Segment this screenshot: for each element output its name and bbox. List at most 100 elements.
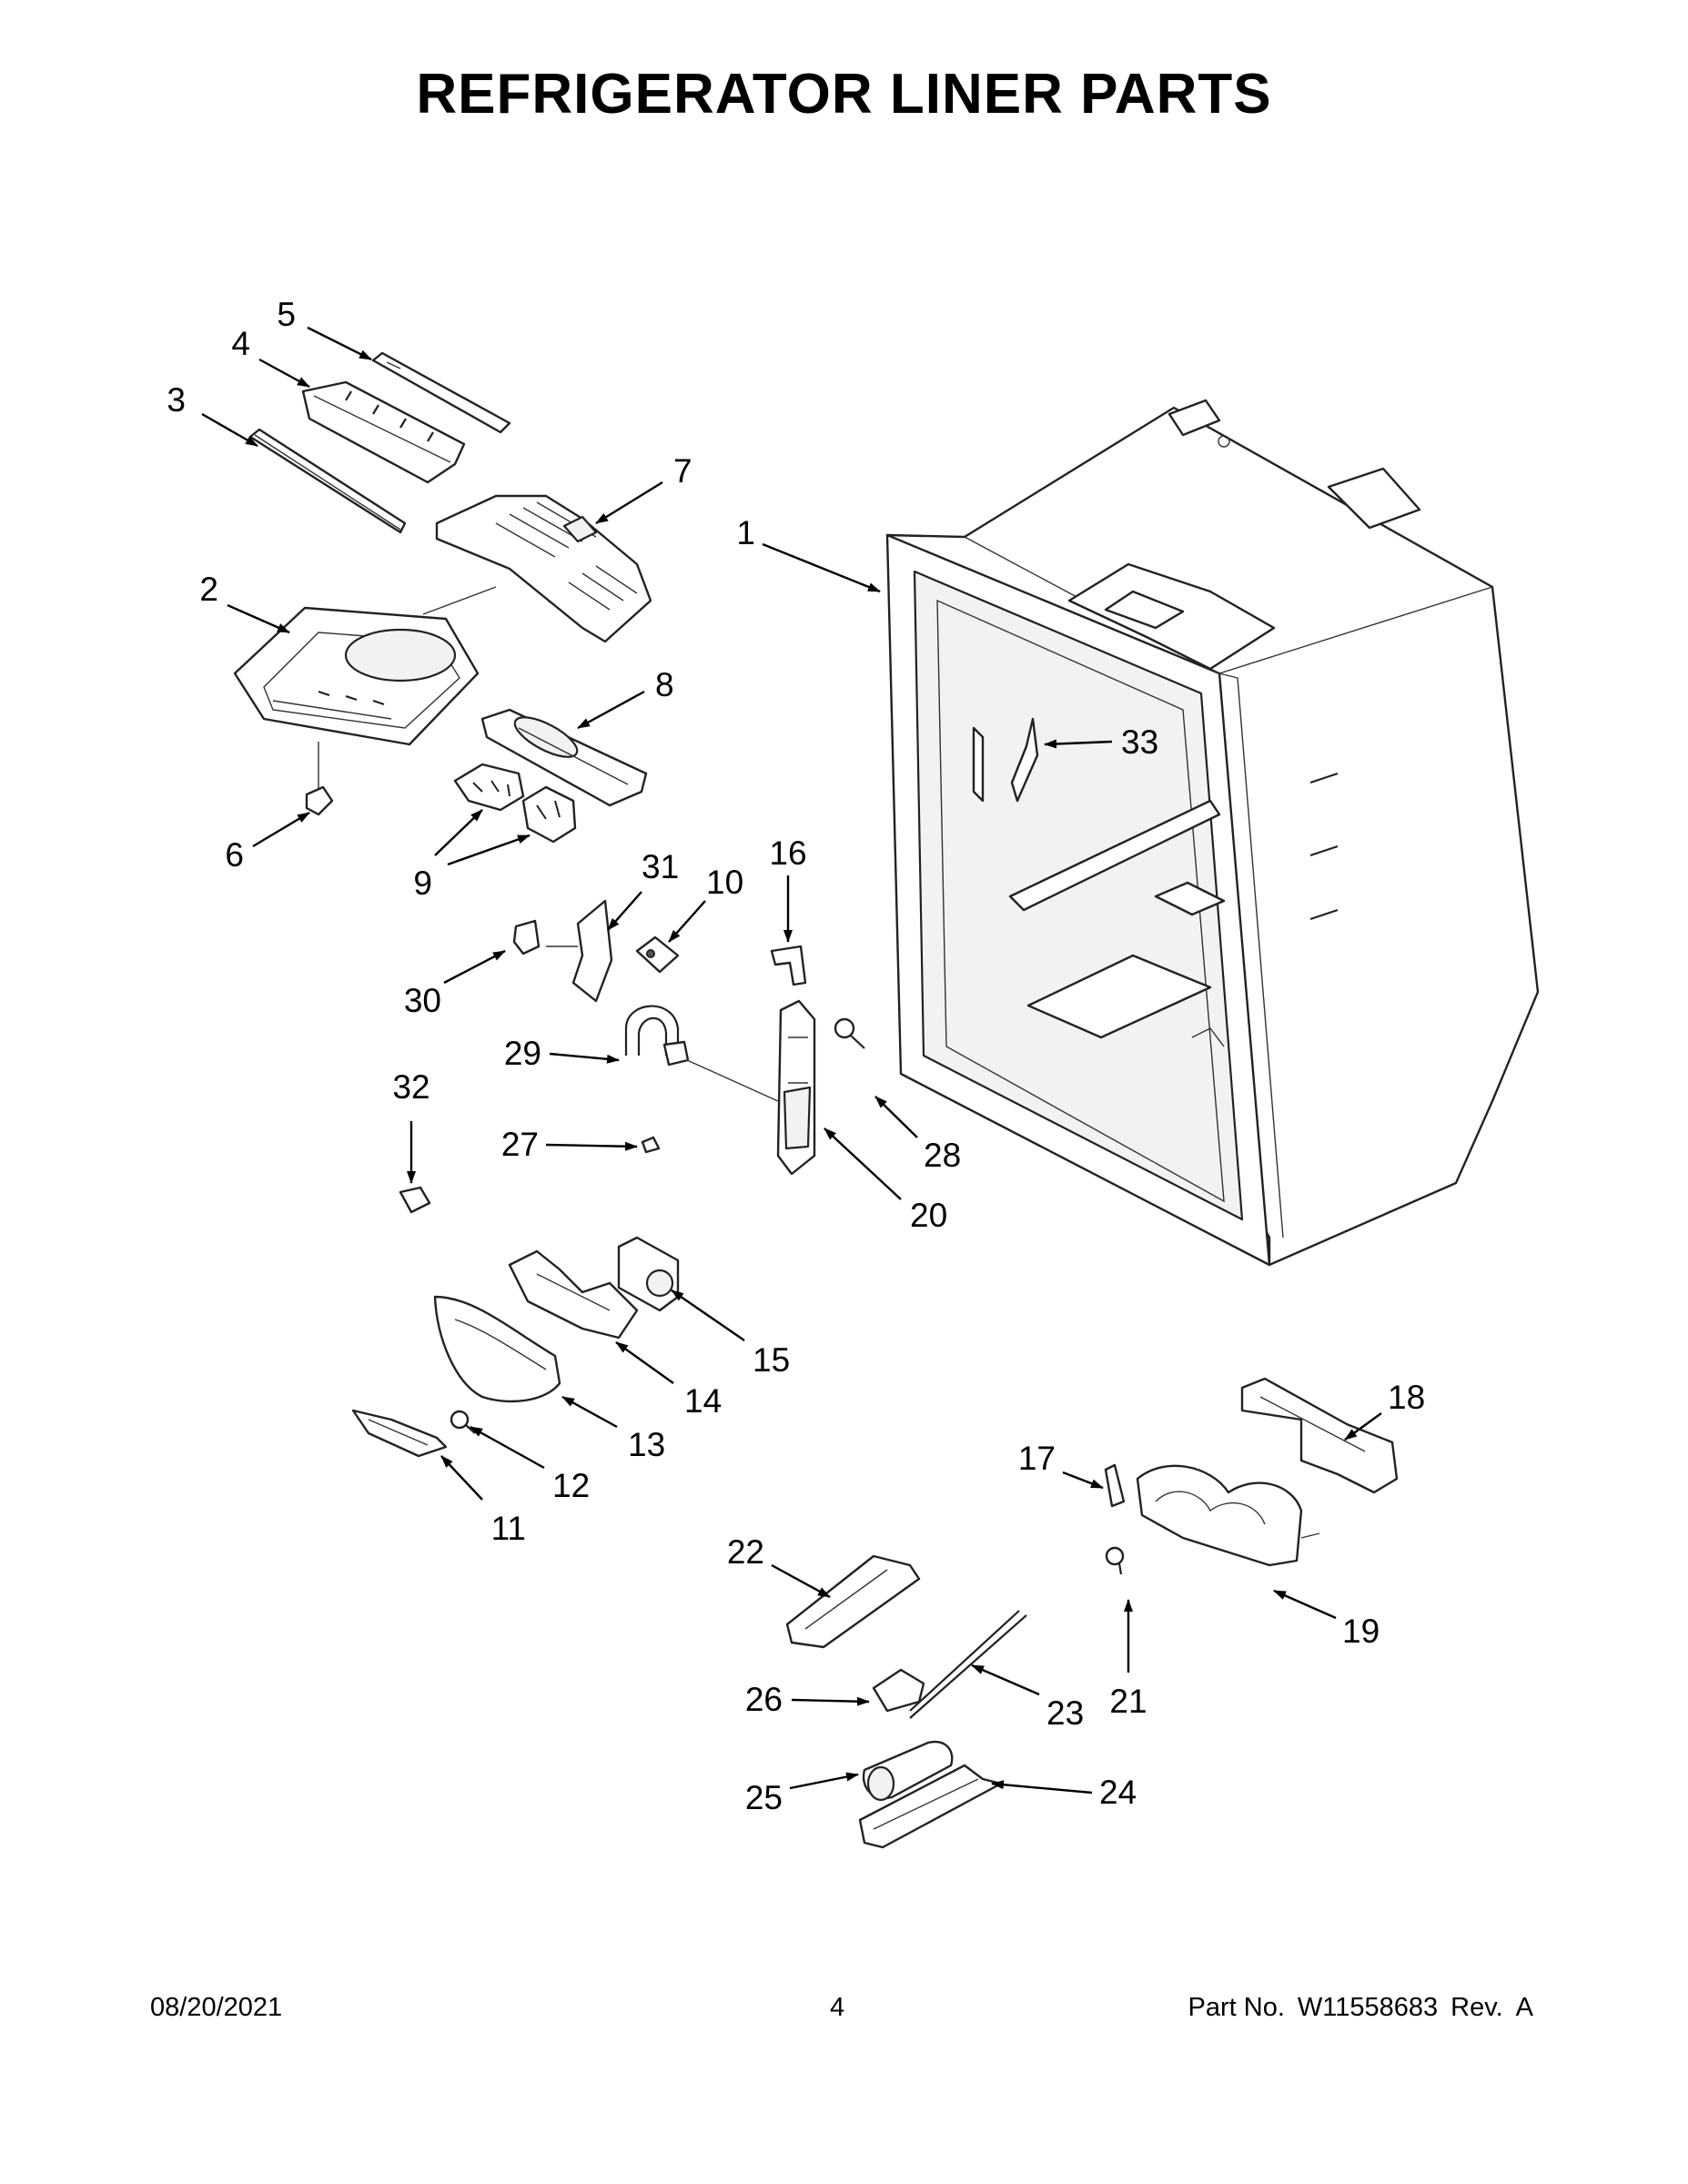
- callout-10: 10: [706, 864, 743, 901]
- callout-arrow-11: [440, 1455, 483, 1501]
- callout-arrow-17: [1062, 1471, 1104, 1490]
- retainer-clip-part: [399, 1186, 431, 1214]
- damper-clip-part: [635, 935, 680, 974]
- callout-7: 7: [673, 452, 692, 490]
- switch-part: [512, 919, 541, 956]
- callout-arrows: [201, 326, 1382, 1795]
- callout-arrow-15: [671, 1289, 745, 1341]
- callout-arrow-14: [615, 1341, 674, 1384]
- dispenser-bracket-part: [546, 899, 613, 1003]
- rev-label: Rev.: [1450, 1993, 1503, 2022]
- callout-arrow-4: [258, 358, 310, 389]
- duct-part: [480, 708, 648, 807]
- callout-arrow-13: [561, 1395, 618, 1429]
- callout-29: 29: [504, 1035, 541, 1072]
- upper-cover-part: [233, 606, 480, 796]
- callout-arrow-10: [668, 900, 706, 943]
- callout-arrow-22: [771, 1563, 831, 1599]
- rev-value: A: [1515, 1993, 1533, 2022]
- callout-arrow-3: [201, 412, 258, 448]
- callout-24: 24: [1099, 1774, 1137, 1811]
- callout-26: 26: [745, 1681, 783, 1718]
- filter-cartridge-part: [862, 1740, 954, 1802]
- small-clip-part: [641, 1136, 661, 1154]
- callout-8: 8: [655, 666, 674, 703]
- callout-arrow-25: [789, 1772, 859, 1790]
- footer-page-number: 4: [830, 1993, 845, 2022]
- fan-assembly-part: [453, 763, 577, 844]
- callout-arrow-28: [874, 1096, 918, 1138]
- page-title: REFRIGERATOR LINER PARTS: [416, 63, 1272, 126]
- clip-part: [305, 785, 334, 816]
- callout-arrow-31: [607, 891, 642, 931]
- dispenser-bezel-part: [433, 1295, 561, 1403]
- callout-arrow-23: [971, 1663, 1040, 1696]
- callout-arrow-8: [577, 690, 645, 730]
- callout-23: 23: [1046, 1694, 1084, 1732]
- water-tube-part: [624, 1005, 779, 1102]
- dispenser-housing-part: [776, 999, 816, 1176]
- callout-5: 5: [277, 296, 296, 333]
- control-housing-part: [301, 380, 466, 484]
- callout-13: 13: [628, 1426, 665, 1463]
- callout-33: 33: [1121, 723, 1158, 761]
- heater-screw-part: [1105, 1546, 1125, 1575]
- callout-6: 6: [225, 836, 244, 874]
- callout-22: 22: [727, 1533, 764, 1571]
- callout-3: 3: [167, 381, 186, 419]
- paddle-cap-part: [770, 945, 807, 986]
- callout-arrow-19: [1273, 1589, 1337, 1620]
- screw-part: [834, 1017, 865, 1049]
- callout-arrow-9b: [447, 834, 531, 866]
- callout-17: 17: [1018, 1440, 1056, 1477]
- callout-19: 19: [1342, 1613, 1380, 1650]
- callout-18: 18: [1388, 1379, 1425, 1416]
- callout-1: 1: [736, 514, 755, 551]
- callout-16: 16: [769, 834, 806, 872]
- callout-arrow-24: [991, 1780, 1093, 1795]
- callout-9: 9: [413, 864, 432, 902]
- callout-14: 14: [684, 1382, 722, 1420]
- callout-arrow-27: [545, 1141, 638, 1151]
- callout-arrow-7: [595, 480, 663, 525]
- dispenser-motor-part: [617, 1236, 680, 1312]
- callout-30: 30: [404, 982, 441, 1019]
- defrost-heater-part: [1136, 1464, 1320, 1567]
- callout-12: 12: [552, 1467, 590, 1504]
- small-bracket-part: [371, 351, 511, 434]
- callout-27: 27: [501, 1126, 539, 1163]
- callout-arrow-29: [549, 1052, 620, 1064]
- strip-part: [248, 428, 407, 534]
- footer-date: 08/20/2021: [150, 1993, 283, 2022]
- callout-2: 2: [199, 571, 218, 608]
- callout-32: 32: [392, 1068, 430, 1106]
- callout-15: 15: [753, 1341, 790, 1379]
- callout-arrow-9a: [434, 809, 483, 856]
- fitting-part: [872, 1668, 925, 1713]
- callout-arrow-26: [791, 1696, 870, 1706]
- callout-arrow-18: [1344, 1412, 1382, 1441]
- heater-bracket-part: [1240, 1377, 1399, 1494]
- callout-arrow-33: [1044, 739, 1113, 749]
- callout-arrow-6: [252, 811, 310, 848]
- part-number: W11558683: [1297, 1993, 1439, 2022]
- callout-arrow-30: [443, 949, 506, 985]
- callout-21: 21: [1109, 1683, 1147, 1720]
- callout-labels: 1 2 3 4 5 6 7 8 9 10 11 12 13 14 15 16 1…: [167, 296, 1425, 1816]
- callout-arrow-2: [227, 603, 290, 634]
- trim-part: [351, 1409, 448, 1458]
- callout-25: 25: [745, 1779, 783, 1816]
- callout-arrow-20: [824, 1127, 902, 1200]
- connector-part: [1104, 1463, 1126, 1508]
- callout-11: 11: [491, 1510, 526, 1547]
- callout-arrow-5: [307, 326, 372, 361]
- water-line-part: [909, 1610, 1027, 1719]
- vented-cover-part: [422, 494, 652, 643]
- callout-31: 31: [642, 848, 679, 885]
- dispenser-chute-part: [508, 1249, 639, 1340]
- callout-arrow-1: [762, 542, 881, 593]
- callout-arrow-12: [470, 1425, 545, 1470]
- liner-box-part: [885, 399, 1540, 1267]
